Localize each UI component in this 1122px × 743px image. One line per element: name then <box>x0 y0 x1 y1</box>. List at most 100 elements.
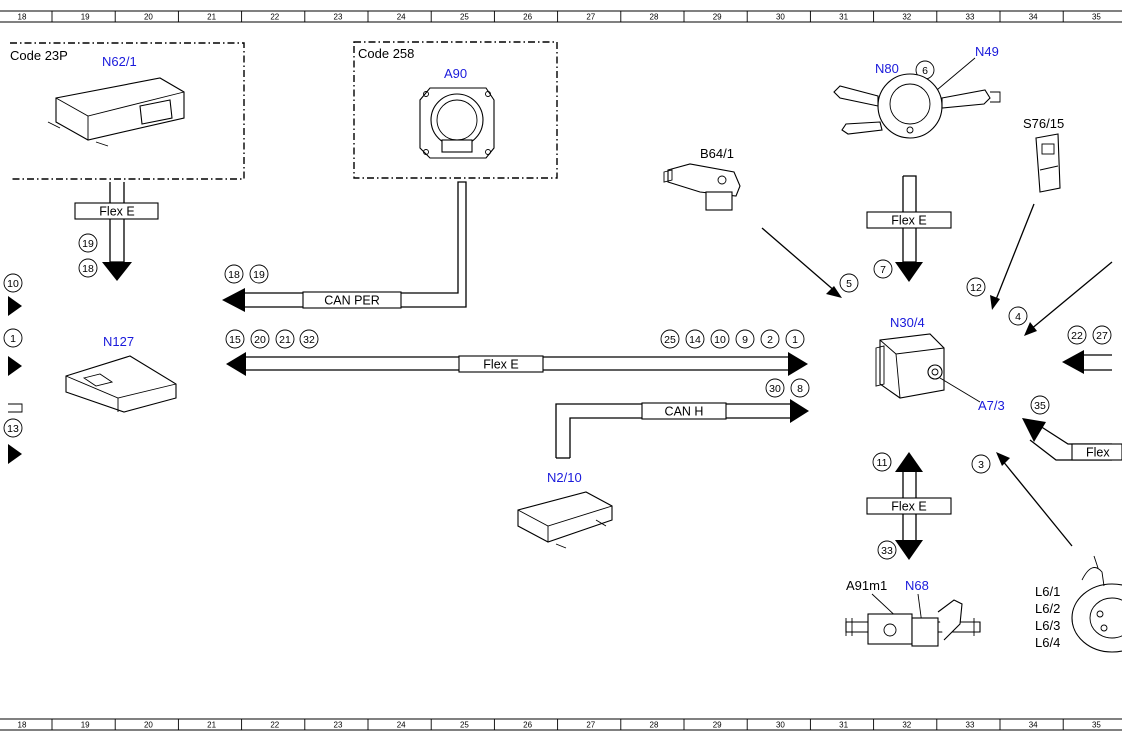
callout-22: 22 <box>1067 325 1087 345</box>
component-n49-label: N49 <box>975 44 999 59</box>
wheel-hub-icon <box>1071 555 1122 653</box>
ruler-tick-34: 34 <box>1029 13 1038 22</box>
callout-1-edge: 1 <box>3 328 23 348</box>
ruler-tick-34: 34 <box>1029 721 1038 730</box>
ruler-tick-19: 19 <box>81 13 90 22</box>
svg-text:19: 19 <box>82 238 94 250</box>
svg-text:6: 6 <box>922 65 928 77</box>
callout-10: 10 <box>710 329 730 349</box>
ruler-tick-24: 24 <box>397 13 406 22</box>
callout-20: 20 <box>250 329 270 349</box>
svg-text:35: 35 <box>1034 400 1046 412</box>
svg-text:11: 11 <box>877 457 888 469</box>
svg-text:10: 10 <box>714 334 726 346</box>
component-n30-4: N30/4 A7/3 <box>875 315 1005 413</box>
callout-10-edge: 10 <box>3 273 23 293</box>
callout-9: 9 <box>735 329 755 349</box>
callout-2: 2 <box>760 329 780 349</box>
bus-label-flex-e-n68: Flex E <box>891 500 926 514</box>
component-s76-15-label: S76/15 <box>1023 116 1064 131</box>
callout-11: 11 <box>872 452 892 472</box>
ruler-tick-33: 33 <box>966 13 975 22</box>
svg-text:25: 25 <box>664 334 676 346</box>
arrow-right-to-n30: 4 <box>1008 261 1113 336</box>
bus-label-can-h: CAN H <box>665 405 704 419</box>
component-l6: L6/1 L6/2 L6/3 L6/4 <box>1035 555 1122 653</box>
ruler-tick-21: 21 <box>207 721 216 730</box>
component-l6-3-label: L6/3 <box>1035 618 1060 633</box>
callout-27: 27 <box>1092 325 1112 345</box>
ruler-tick-22: 22 <box>270 13 279 22</box>
svg-text:30: 30 <box>769 383 781 395</box>
ruler-tick-25: 25 <box>460 721 469 730</box>
component-n62-1-label: N62/1 <box>102 54 137 69</box>
ruler-tick-18: 18 <box>18 13 27 22</box>
component-b64-1-label: B64/1 <box>700 146 734 161</box>
svg-text:8: 8 <box>797 383 803 395</box>
svg-text:10: 10 <box>7 278 19 290</box>
component-l6-4-label: L6/4 <box>1035 635 1060 650</box>
s76-15-switch-icon <box>1035 133 1061 193</box>
callout-25: 25 <box>660 329 680 349</box>
b64-1-sensor-icon <box>663 163 741 211</box>
arrow-flex-right-edge: Flex 35 <box>1022 395 1122 461</box>
ruler-tick-18: 18 <box>18 721 27 730</box>
callout-30: 30 <box>765 378 785 398</box>
callout-12: 12 <box>966 277 986 297</box>
bus-label-flex-right: Flex <box>1086 446 1110 460</box>
component-l6-2-label: L6/2 <box>1035 601 1060 616</box>
callout-7: 7 <box>873 259 893 279</box>
svg-text:1: 1 <box>10 333 16 345</box>
svg-text:3: 3 <box>978 459 984 471</box>
component-a91m1-label: A91m1 <box>846 578 887 593</box>
arrow-b64-to-n30: 5 <box>761 227 859 298</box>
bus-label-flex-e-n62: Flex E <box>99 205 134 219</box>
component-l6-1-label: L6/1 <box>1035 584 1060 599</box>
component-a90-label: A90 <box>444 66 467 81</box>
callout-32: 32 <box>299 329 319 349</box>
steering-column-module-icon <box>833 73 1001 139</box>
bus-flex-e-main: Flex E 15 20 21 32 25 14 10 9 2 1 <box>225 329 808 376</box>
component-n68-label: N68 <box>905 578 929 593</box>
arrow-right-edge-22-27: 22 27 <box>1062 325 1112 374</box>
arrow-l6-to-n30: 3 <box>971 452 1073 547</box>
bus-n62-to-n127: Flex E 19 18 <box>74 182 159 281</box>
svg-text:15: 15 <box>229 334 241 346</box>
ruler-tick-23: 23 <box>334 721 343 730</box>
callout-14: 14 <box>685 329 705 349</box>
svg-text:21: 21 <box>279 334 291 346</box>
callout-4: 4 <box>1008 306 1028 326</box>
svg-text:1: 1 <box>792 334 798 346</box>
ruler-tick-26: 26 <box>523 13 532 22</box>
bus-n80-down: Flex E 7 <box>866 175 952 282</box>
callout-33: 33 <box>877 540 897 560</box>
ruler-tick-35: 35 <box>1092 721 1101 730</box>
component-n80-n49: N80 N49 6 <box>833 44 1001 139</box>
svg-text:13: 13 <box>7 423 19 435</box>
ruler-tick-30: 30 <box>776 721 785 730</box>
svg-text:5: 5 <box>846 278 852 290</box>
frame-code-258-label: Code 258 <box>358 46 414 61</box>
svg-text:20: 20 <box>254 334 266 346</box>
svg-text:18: 18 <box>228 269 240 281</box>
n2-10-module-icon <box>517 491 613 549</box>
ruler-tick-31: 31 <box>839 13 848 22</box>
ruler-tick-33: 33 <box>966 721 975 730</box>
callout-21: 21 <box>275 329 295 349</box>
svg-text:12: 12 <box>970 282 982 294</box>
ruler-tick-30: 30 <box>776 13 785 22</box>
callout-3: 3 <box>971 454 991 474</box>
a90-sensor-icon <box>419 87 495 159</box>
component-n2-10: N2/10 <box>517 470 613 549</box>
callout-8: 8 <box>790 378 810 398</box>
steering-rack-icon <box>845 599 981 647</box>
ruler-tick-28: 28 <box>650 721 659 730</box>
ruler-tick-22: 22 <box>270 721 279 730</box>
component-s76-15: S76/15 <box>1023 116 1064 193</box>
bus-n30-to-n68: Flex E 11 33 <box>866 452 952 560</box>
svg-text:32: 32 <box>303 334 315 346</box>
